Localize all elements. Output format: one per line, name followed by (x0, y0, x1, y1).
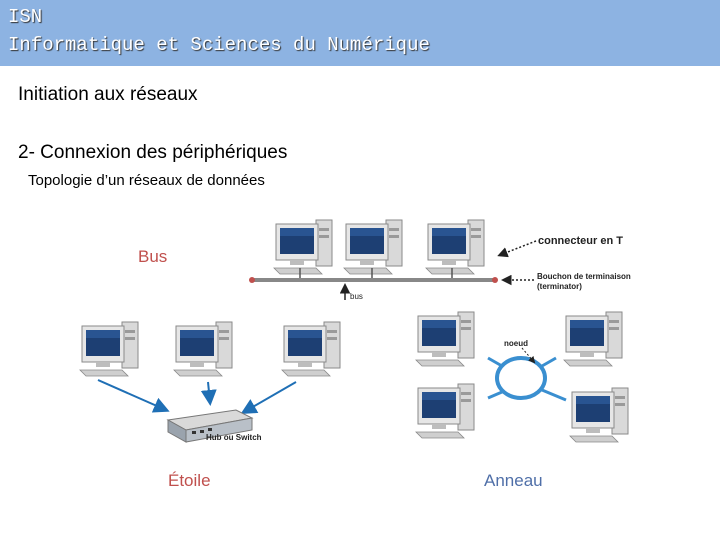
hub-switch-device (166, 409, 254, 443)
terminator-right (492, 277, 498, 283)
terminator-label-1: Bouchon de terminaison (537, 272, 631, 281)
terminator-label-2: (terminator) (537, 282, 582, 291)
ring-computer-4 (569, 387, 629, 443)
section-title: 2- Connexion des périphériques (18, 142, 288, 163)
ring-computer-1 (415, 311, 475, 367)
terminator-left (249, 277, 255, 283)
ring-label: Anneau (484, 471, 543, 490)
star-label: Étoile (168, 471, 211, 490)
node-label: noeud (504, 339, 528, 348)
ring-cable (495, 356, 547, 400)
bus-computer-1 (273, 219, 333, 275)
bus-computer-3 (425, 219, 485, 275)
bus-computer-2 (343, 219, 403, 275)
subsection-title: Topologie d’un réseaux de données (28, 172, 265, 189)
star-computer-1 (79, 321, 139, 377)
connector-label: connecteur en T (538, 235, 623, 247)
ring-computer-2 (563, 311, 623, 367)
slide-header: ISN Informatique et Sciences du Numériqu… (0, 0, 720, 66)
hub-label: Hub ou Switch (206, 433, 262, 442)
bus-label: Bus (138, 247, 167, 266)
star-computer-2 (173, 321, 233, 377)
star-computer-3 (281, 321, 341, 377)
ring-computer-3 (415, 383, 475, 439)
header-title: Informatique et Sciences du Numérique (8, 34, 430, 56)
bus-cable-label: bus (350, 292, 363, 301)
slide-title: Initiation aux réseaux (18, 84, 198, 105)
header-acronym: ISN (8, 6, 43, 28)
